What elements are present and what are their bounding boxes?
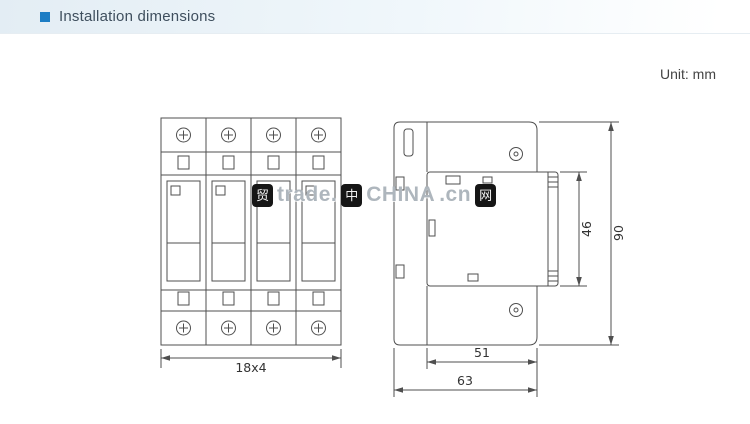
section-header: Installation dimensions [0,0,750,34]
watermark-text-trade: trade. [277,183,338,206]
blue-square-bullet [40,11,50,22]
front-width-label: 18x4 [235,360,266,375]
total-height-label: 90 [611,225,626,241]
side-view [393,121,559,346]
total-height-dimension: 90 [539,121,626,346]
watermark-box-mid: 中 [341,183,363,207]
module-height-label: 46 [579,221,594,237]
section-title: Installation dimensions [59,8,216,25]
watermark: 贸 trade. 中 CHINA .cn 网 [252,183,497,207]
watermark-box-right: 网 [475,183,497,207]
total-depth-dimension: 63 [393,348,537,397]
watermark-box-left: 贸 [252,183,274,207]
plate-depth-dimension: 51 [426,345,538,397]
total-depth-label: 63 [457,373,473,388]
module-height-dimension: 46 [560,171,594,287]
front-view [160,117,342,346]
plate-depth-label: 51 [474,345,490,360]
watermark-text-cn: .cn [439,183,472,206]
front-width-dimension: 18x4 [160,349,342,375]
unit-label: Unit: mm [660,66,716,82]
watermark-text-china: CHINA [366,183,436,206]
